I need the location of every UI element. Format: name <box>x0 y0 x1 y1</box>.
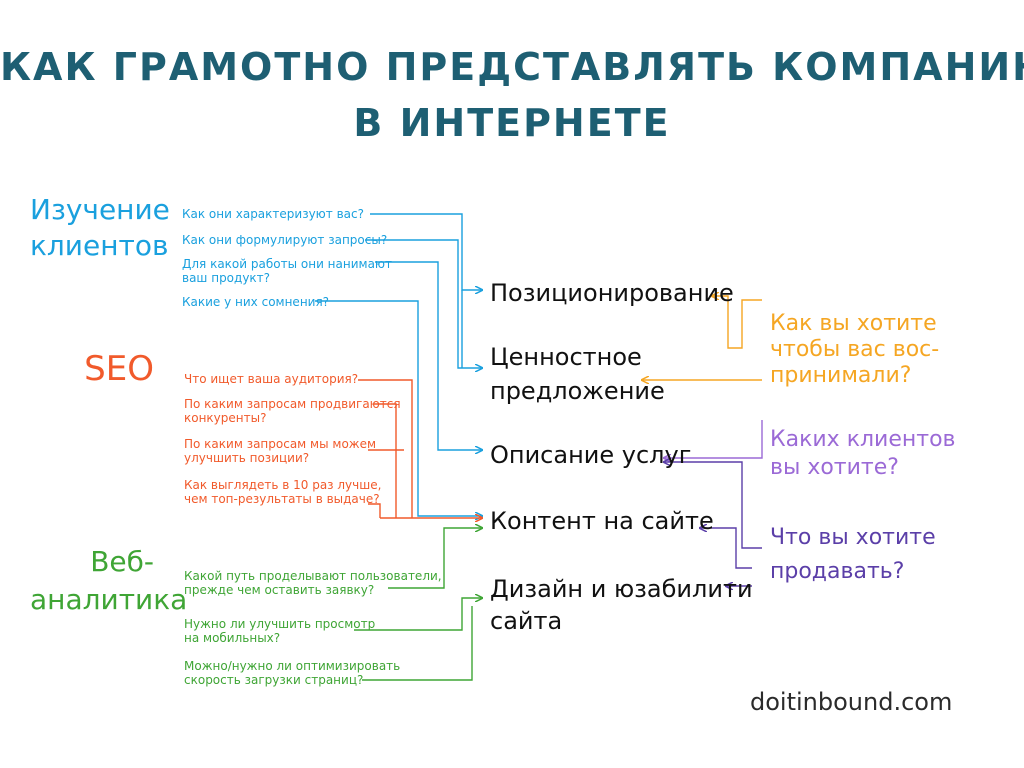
right-perceive-line-2: чтобы вас вос- <box>770 337 940 362</box>
outcome-content: Контент на сайте <box>490 507 714 535</box>
category-clients-line-2: клиентов <box>30 229 169 262</box>
outcome-positioning: Позиционирование <box>490 279 734 307</box>
clients-wanted-connectors <box>664 420 763 458</box>
analytics-connectors <box>354 528 482 681</box>
outcome-design-line-2: сайта <box>490 607 563 635</box>
title-line-2: В ИНТЕРНЕТЕ <box>353 101 671 145</box>
outcome-design-line-1: Дизайн и юзабилити <box>490 575 753 603</box>
category-clients-line-1: Изучение <box>30 193 170 226</box>
question-clients-4: Какие у них сомнения? <box>182 295 330 309</box>
right-clients-line-2: вы хотите? <box>770 455 899 480</box>
category-analytics-line-1: Веб- <box>90 545 154 578</box>
question-clients-1: Как они характеризуют вас? <box>182 207 364 221</box>
category-analytics-line-2: аналитика <box>30 583 188 616</box>
question-analytics-1: Какой путь проделывают пользователи,преж… <box>184 569 442 597</box>
right-perceive-line-3: принимали? <box>770 363 912 388</box>
perception-connectors <box>642 296 762 380</box>
right-perceive-line-1: Как вы хотите <box>770 311 937 336</box>
right-sell-line-2: продавать? <box>770 559 905 584</box>
outcome-services: Описание услуг <box>490 441 692 469</box>
question-seo-4: Как выглядеть в 10 раз лучше,чем топ-рез… <box>184 478 382 506</box>
sell-connectors <box>664 462 762 586</box>
right-clients-line-1: Каких клиентов <box>770 427 956 452</box>
outcome-value-line-2: предложение <box>490 377 665 405</box>
question-seo-1: Что ищет ваша аудитория? <box>184 372 359 386</box>
title-line-1: КАК ГРАМОТНО ПРЕДСТАВЛЯТЬ КОМПАНИЮ <box>0 45 1024 89</box>
right-sell-line-1: Что вы хотите <box>770 525 936 550</box>
clients-connectors <box>315 213 482 516</box>
category-seo: SEO <box>84 349 154 389</box>
outcome-value-line-1: Ценностное <box>490 343 642 371</box>
question-clients-2: Как они формулируют запросы? <box>182 233 388 247</box>
seo-connectors <box>358 379 482 518</box>
site-url: doitinbound.com <box>750 688 953 716</box>
